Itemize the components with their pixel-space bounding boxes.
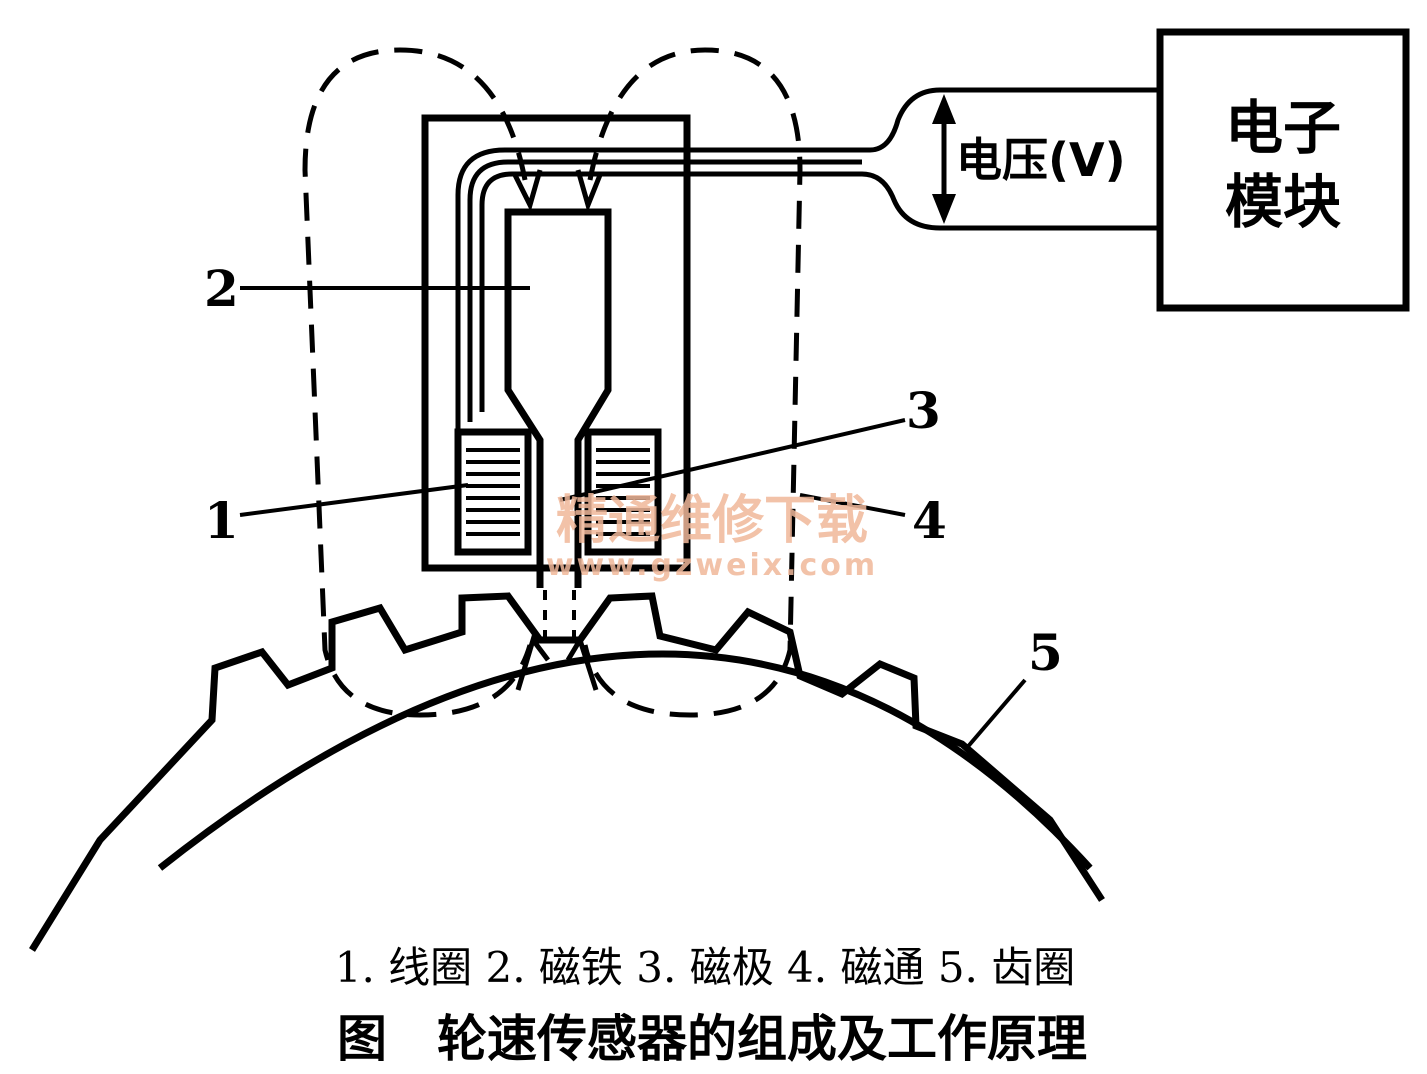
figure-caption: 图 轮速传感器的组成及工作原理 (337, 1010, 1087, 1068)
callout-2: 2 (204, 259, 239, 318)
magnetic-flux-loops (302, 47, 803, 718)
gear-ring-toothed-outline (29, 592, 1105, 952)
air-gap-dashes (543, 590, 576, 640)
callout-1: 1 (204, 491, 239, 550)
watermark-text: 精通维修下载 (556, 490, 868, 551)
electronic-module-label-line1: 电子 (1225, 94, 1341, 162)
electronic-module-label-line2: 模块 (1225, 168, 1341, 236)
flux-arrowheads (512, 169, 603, 691)
electronic-module-box (1156, 28, 1410, 312)
voltage-label: 电压(V) (956, 133, 1126, 187)
gear-ring-inner-arc (157, 650, 1093, 871)
callout-3: 3 (906, 381, 941, 440)
callout-4: 4 (912, 491, 947, 550)
sensor-housing (421, 114, 691, 572)
leader-lines (239, 286, 1027, 752)
legend: 1. 线圈 2. 磁铁 3. 磁极 4. 磁通 5. 齿圈 (335, 943, 1076, 992)
callout-5: 5 (1028, 623, 1063, 682)
voltage-arrow (932, 94, 956, 224)
watermark-url: www.gzweix.com (546, 548, 878, 583)
signal-leads (455, 87, 1160, 432)
coil-left (454, 428, 532, 556)
magnet-body (504, 208, 612, 588)
